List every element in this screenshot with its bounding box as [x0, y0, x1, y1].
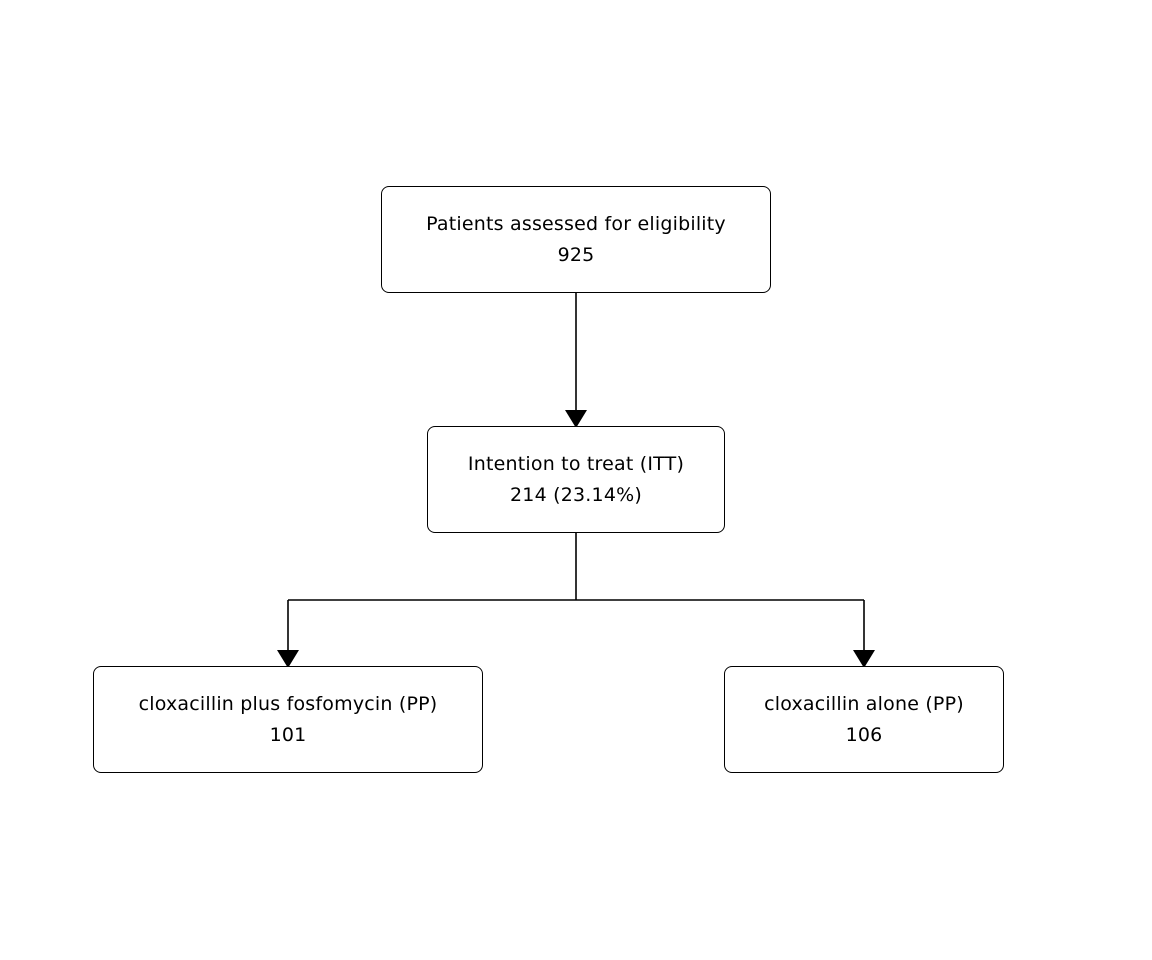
node-eligibility-label: Patients assessed for eligibility: [426, 212, 726, 235]
node-alone: cloxacillin alone (PP) 106: [724, 666, 1004, 773]
arrowhead-itt: [565, 410, 587, 428]
arrowhead-combo: [277, 650, 299, 668]
node-alone-label: cloxacillin alone (PP): [764, 692, 964, 715]
node-eligibility-value: 925: [557, 243, 595, 266]
arrowhead-alone: [853, 650, 875, 668]
node-combo-value: 101: [269, 723, 307, 746]
node-itt: Intention to treat (ITT) 214 (23.14%): [427, 426, 725, 533]
node-combo: cloxacillin plus fosfomycin (PP) 101: [93, 666, 483, 773]
node-itt-label: Intention to treat (ITT): [467, 452, 685, 475]
node-alone-value: 106: [845, 723, 883, 746]
node-combo-label: cloxacillin plus fosfomycin (PP): [138, 692, 438, 715]
node-eligibility: Patients assessed for eligibility 925: [381, 186, 771, 293]
node-itt-value: 214 (23.14%): [510, 483, 642, 506]
